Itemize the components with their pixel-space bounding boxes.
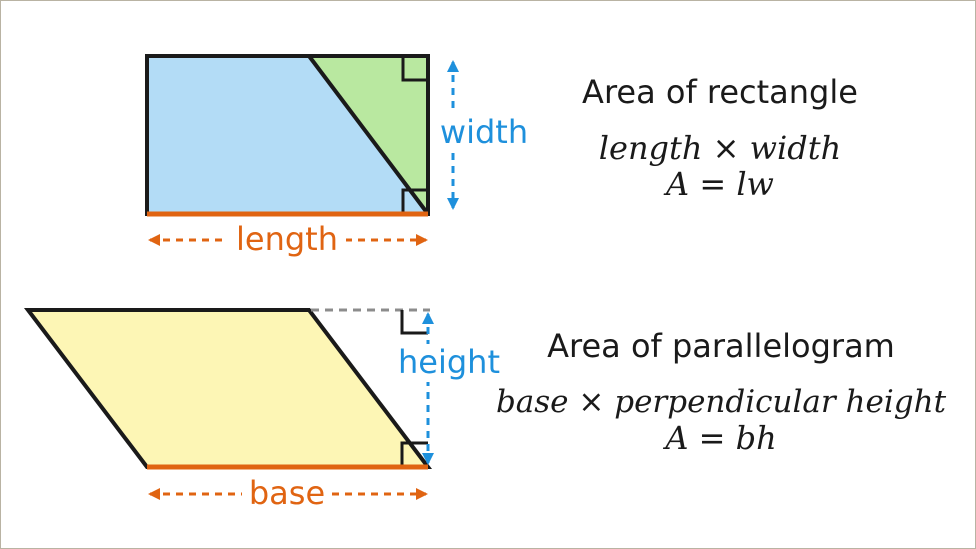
length-label: length <box>236 220 338 258</box>
formula-lw: lw <box>736 165 774 203</box>
parallelogram-area-title: Area of parallelogram <box>547 327 895 365</box>
height-dimension: height <box>396 312 504 465</box>
rectangle-formula-line1: length × width <box>560 130 880 166</box>
right-angle-marker-bottom <box>401 188 428 214</box>
formula-perpendicular-height: perpendicular height <box>614 384 947 420</box>
rectangle-blue-region <box>147 56 428 214</box>
right-angle-marker-height-bottom <box>400 441 428 467</box>
formula-width: width <box>749 129 842 167</box>
right-angle-marker-top <box>401 56 428 82</box>
rectangle-diagonal <box>307 54 430 216</box>
parallelogram-formula-line1: base × perpendicular height <box>486 384 956 420</box>
height-label: height <box>398 343 500 381</box>
equals-sign: = <box>698 419 726 457</box>
base-label: base <box>249 474 325 512</box>
parallelogram-text: Area of parallelogram base × perpendicul… <box>486 328 956 456</box>
equals-sign: = <box>699 165 727 203</box>
formula-area-symbol: A <box>665 419 689 457</box>
parallelogram-figure <box>23 308 433 470</box>
rectangle-formula-line2: A = lw <box>560 166 880 202</box>
parallelogram-shape <box>23 308 433 469</box>
formula-bh: bh <box>735 419 777 457</box>
rectangle-area-title: Area of rectangle <box>582 73 858 111</box>
parallelogram-formula-line2: A = bh <box>486 420 956 456</box>
times-sign: × <box>712 129 740 167</box>
times-sign: × <box>578 384 605 420</box>
rectangle-text: Area of rectangle length × width A = lw <box>560 74 880 202</box>
formula-base: base <box>495 384 569 420</box>
formula-length: length <box>598 129 703 167</box>
right-angle-marker-height-top <box>400 310 428 335</box>
width-dimension: width <box>436 60 532 210</box>
length-dimension: length <box>148 220 428 260</box>
rectangle-figure <box>145 54 430 217</box>
width-label: width <box>440 113 528 151</box>
base-dimension: base <box>148 474 428 514</box>
formula-area-symbol: A <box>666 165 690 203</box>
